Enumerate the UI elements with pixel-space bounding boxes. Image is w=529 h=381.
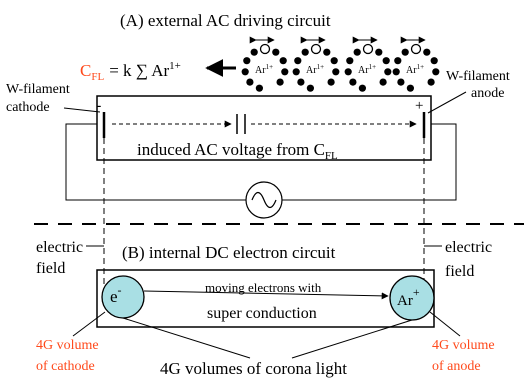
cathode-label-line1: W-filament [6, 82, 70, 97]
induced-voltage-text: induced AC voltage from C [137, 140, 325, 159]
field-right-line2: field [445, 263, 474, 280]
cluster-dot [279, 57, 287, 65]
anode-volume-leader [429, 311, 461, 337]
anode-volume-line2: of anode [432, 359, 481, 374]
cfl-symbol: C [80, 61, 91, 80]
cluster-dot [344, 68, 352, 76]
field-left-line1: electric [36, 239, 83, 256]
moving-electrons-line1: moving electrons with [205, 280, 322, 295]
corona-leader-left [122, 317, 251, 359]
ar-cluster-1: Ar1+ [241, 36, 289, 92]
minus-sign: - [96, 97, 101, 114]
cluster-dot [241, 68, 249, 76]
anode-label-line1: W-filament [446, 69, 510, 84]
ar-cluster-3: Ar1+ [344, 36, 392, 92]
cluster-dot [294, 57, 302, 65]
cluster-label: Ar1+ [406, 63, 424, 76]
ion-symbol: Ar [397, 293, 413, 309]
cluster-dot [246, 78, 254, 86]
section-b-title: (B) internal DC electron circuit [122, 243, 336, 262]
cathode-volume-line1: 4G volume [36, 338, 99, 353]
cluster-dot [379, 78, 387, 86]
induced-voltage-label: induced AC voltage from CFL [137, 140, 338, 162]
cluster-dot [353, 48, 361, 56]
cluster-dot [392, 68, 400, 76]
cluster-dot [301, 48, 309, 56]
section-a-title: (A) external AC driving circuit [120, 11, 331, 30]
cluster-dot [332, 68, 340, 76]
cathode-volume-line2: of cathode [36, 359, 95, 374]
corona-leader-right [291, 319, 413, 359]
cluster-dot [384, 68, 392, 76]
cluster-dot [330, 57, 338, 65]
electron-sup: - [118, 283, 122, 297]
cfl-formula: CFL = k ∑ Ar1+ [80, 60, 181, 83]
cfl-subscript: FL [91, 71, 104, 83]
ac-loop-left-wire [65, 123, 246, 201]
ion-label: Ar+ [397, 285, 420, 309]
cluster-dot [375, 48, 383, 56]
anode-volume-line1: 4G volume [432, 338, 495, 353]
ion-sup: + [413, 285, 420, 299]
cluster-dot [250, 48, 258, 56]
cluster-dot [382, 57, 390, 65]
cluster-dot [323, 48, 331, 56]
cluster-dot [281, 68, 289, 76]
cfl-formula-body: = k ∑ Ar [109, 61, 169, 80]
cfl-formula-sup: 1+ [169, 60, 181, 72]
cluster-dot [276, 78, 284, 86]
cathode-label-leader [63, 107, 101, 113]
cluster-label: Ar1+ [358, 63, 376, 76]
cluster-dot [430, 57, 438, 65]
plus-sign: + [415, 98, 423, 114]
anode-label-line2: anode [471, 86, 504, 101]
electron-label: e- [110, 283, 122, 306]
cluster-dot [243, 57, 251, 65]
cluster-label: Ar1+ [255, 63, 273, 76]
cluster-dot [306, 84, 314, 92]
tube-a [96, 95, 432, 161]
cathode-volume-leader [72, 311, 106, 337]
ar-cluster-4: Ar1+ [392, 36, 440, 92]
cluster-dot [401, 48, 409, 56]
field-right-line1: electric [445, 239, 492, 256]
moving-electrons-line2: super conduction [207, 305, 317, 322]
anode-label-leader [427, 91, 467, 114]
cluster-dot [397, 78, 405, 86]
cluster-dot [358, 84, 366, 92]
cluster-dot [394, 57, 402, 65]
cluster-open-atom [310, 43, 322, 55]
electron-symbol: e [110, 287, 118, 306]
cluster-dot [327, 78, 335, 86]
cluster-dot [255, 84, 263, 92]
cluster-dot [349, 78, 357, 86]
electron-flow-arrow [143, 290, 389, 300]
cluster-dot [432, 68, 440, 76]
cluster-dot [297, 78, 305, 86]
cluster-dot [423, 48, 431, 56]
ar-cluster-group: Ar1+ Ar1+ Ar1+ Ar1+ [241, 36, 440, 92]
induced-voltage-sub: FL [325, 150, 338, 162]
corona-label: 4G volumes of corona light [160, 359, 347, 378]
cluster-open-atom [362, 43, 374, 55]
cluster-open-atom [410, 43, 422, 55]
ac-loop-right-wire [282, 123, 457, 201]
ar-cluster-2: Ar1+ [292, 36, 340, 92]
field-left-line2: field [36, 260, 65, 277]
cluster-open-atom [259, 43, 271, 55]
cluster-dot [292, 68, 300, 76]
electron-volume-bubble [101, 275, 145, 319]
cluster-label: Ar1+ [306, 63, 324, 76]
cathode-label-line2: cathode [6, 100, 50, 115]
ac-wave-icon [251, 191, 277, 209]
cluster-dot [427, 78, 435, 86]
cluster-dot [406, 84, 414, 92]
cluster-dot [272, 48, 280, 56]
cluster-dot [346, 57, 354, 65]
